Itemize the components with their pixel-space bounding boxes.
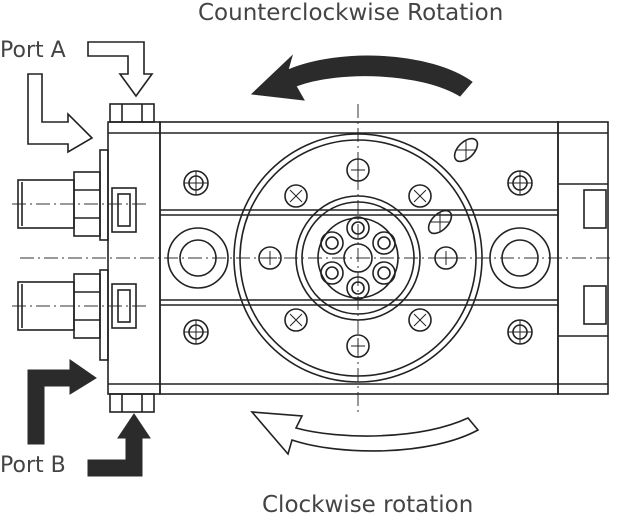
clockwise-label: Clockwise rotation — [262, 492, 474, 518]
counterclockwise-arrow — [250, 54, 473, 101]
counterclockwise-label: Counterclockwise Rotation — [198, 0, 504, 26]
port-b-bottom-arrow — [87, 413, 151, 477]
lower-adjust-screw — [17, 273, 101, 339]
clockwise-arrow — [250, 411, 480, 456]
left-end-cap — [99, 121, 161, 395]
centerlines — [12, 104, 610, 412]
port-a-label: Port A — [0, 38, 66, 63]
rotary-table — [233, 133, 483, 383]
table-holes — [258, 158, 458, 358]
body-mount-crosses — [184, 171, 532, 344]
right-end-cap — [557, 121, 609, 395]
table-hole-crosses — [263, 163, 453, 353]
port-a-top-arrow — [87, 41, 154, 98]
port-b-side-arrow — [27, 359, 97, 445]
port-b-label: Port B — [0, 453, 66, 478]
oblong-holes — [427, 137, 479, 235]
port-b-nut — [109, 393, 155, 413]
port-a-side-arrow — [27, 73, 94, 154]
oblong-hole-marks — [430, 140, 476, 232]
side-bores — [167, 227, 551, 289]
upper-adjust-screw — [17, 171, 101, 237]
port-a-nut — [109, 103, 155, 123]
